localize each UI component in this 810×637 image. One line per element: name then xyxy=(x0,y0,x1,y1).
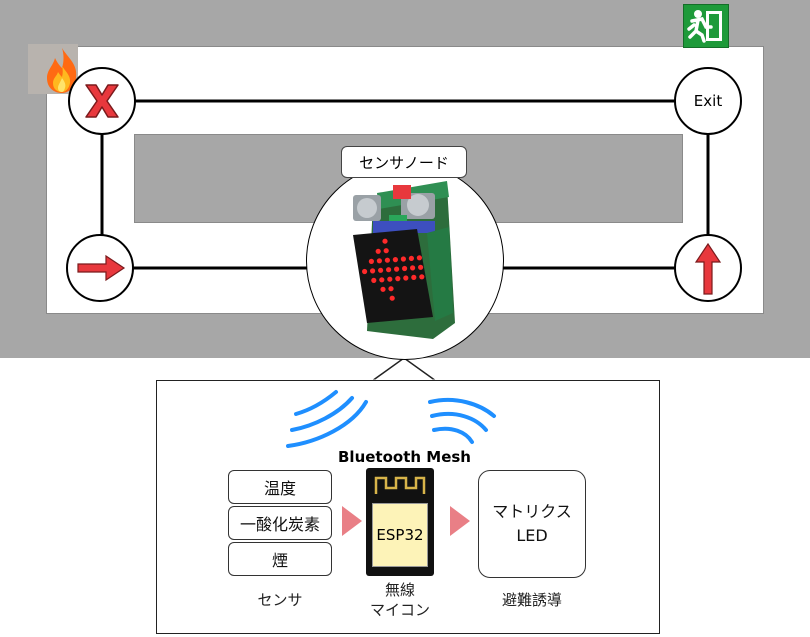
led-dot xyxy=(389,295,395,301)
led-dot xyxy=(418,264,424,270)
right-arrow-icon xyxy=(77,254,126,282)
exit-sign-icon xyxy=(683,4,729,48)
fire-icon xyxy=(47,48,77,93)
mcu-caption-2: マイコン xyxy=(369,601,430,619)
led-dot xyxy=(400,256,406,262)
led-dot xyxy=(383,248,389,254)
led-dot xyxy=(410,265,416,271)
sensor-to-mcu-arrow-icon xyxy=(342,506,362,536)
led-dot xyxy=(395,276,401,282)
blocked-node xyxy=(68,67,136,135)
led-dot xyxy=(392,257,398,263)
mcu-to-led-arrow-icon xyxy=(450,506,470,536)
led-dot xyxy=(382,238,388,244)
sensor-node-photo xyxy=(353,181,455,339)
guide-node-right xyxy=(674,234,742,302)
antenna-icon xyxy=(374,476,426,494)
network-label: Bluetooth Mesh xyxy=(338,448,471,466)
sensor-node-magnified xyxy=(306,162,504,360)
exit-node-label: Exit xyxy=(693,92,723,110)
led-dot xyxy=(388,286,394,292)
led-dot xyxy=(387,276,393,282)
x-icon xyxy=(85,84,119,118)
matrix-led-box: マトリクス LED xyxy=(478,470,586,578)
sensor-item-smoke: 煙 xyxy=(228,542,332,576)
led-dot xyxy=(386,267,392,273)
led-dot xyxy=(376,258,382,264)
led-dot xyxy=(403,275,409,281)
sensor-node-label: センサノード xyxy=(341,146,467,178)
led-dot xyxy=(419,274,425,280)
mcu-caption-1: 無線 xyxy=(384,581,415,599)
led-dot xyxy=(384,257,390,263)
led-dot xyxy=(394,266,400,272)
guide-node-left xyxy=(66,234,134,302)
exit-node: Exit xyxy=(674,67,742,135)
led-dot xyxy=(416,255,422,261)
led-dot xyxy=(362,268,368,275)
led-dot xyxy=(378,267,384,273)
led-dot xyxy=(375,248,381,254)
led-dot xyxy=(380,286,386,292)
led-dot xyxy=(402,265,408,272)
led-line-2: LED xyxy=(516,526,548,545)
led-caption: 避難誘導 xyxy=(501,591,562,609)
sensor-item-temperature: 温度 xyxy=(228,470,332,504)
sensors-caption: センサ xyxy=(257,591,303,609)
bluetooth-wave-icon xyxy=(286,390,496,448)
led-dot xyxy=(371,277,377,283)
led-matrix-icon xyxy=(353,229,433,323)
led-dot xyxy=(368,258,374,264)
led-line-1: マトリクス xyxy=(492,502,572,521)
up-arrow-icon xyxy=(694,242,722,295)
sensor-item-co: 一酸化炭素 xyxy=(228,506,332,540)
led-dot xyxy=(379,277,385,283)
led-dot xyxy=(411,274,417,280)
led-dot xyxy=(370,268,376,274)
esp32-chip: ESP32 xyxy=(372,503,428,567)
led-dot xyxy=(408,255,414,261)
